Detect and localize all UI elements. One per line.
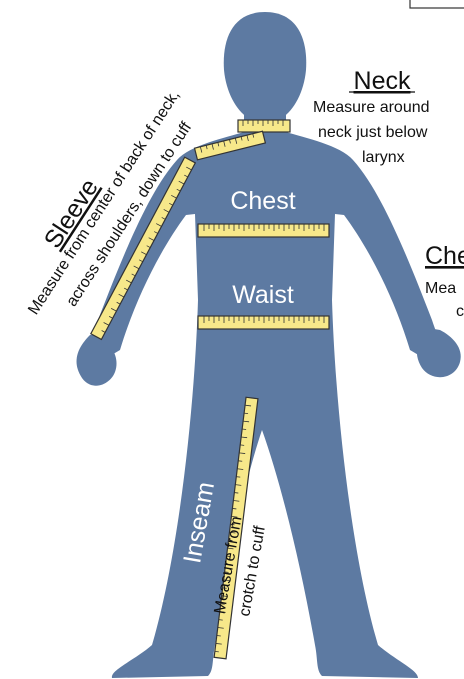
neck-desc-line-1: Measure around [313, 99, 430, 116]
chest-tape [198, 224, 329, 237]
right-hand [417, 328, 461, 377]
chest-side-line-1: Mea [425, 280, 456, 297]
chest-label: Chest [230, 187, 295, 215]
waist-tape [198, 316, 329, 329]
waist-label: Waist [232, 281, 294, 309]
corner-frame [410, 0, 464, 8]
neck-desc-line-2: neck just below [318, 124, 428, 141]
chest-side-line-2: c [456, 303, 464, 320]
chest-side-title: Che [425, 242, 464, 270]
neck-desc-line-3: larynx [362, 149, 405, 166]
neck-title: Neck [354, 67, 411, 95]
neck-tape [238, 120, 290, 132]
head [224, 12, 306, 118]
